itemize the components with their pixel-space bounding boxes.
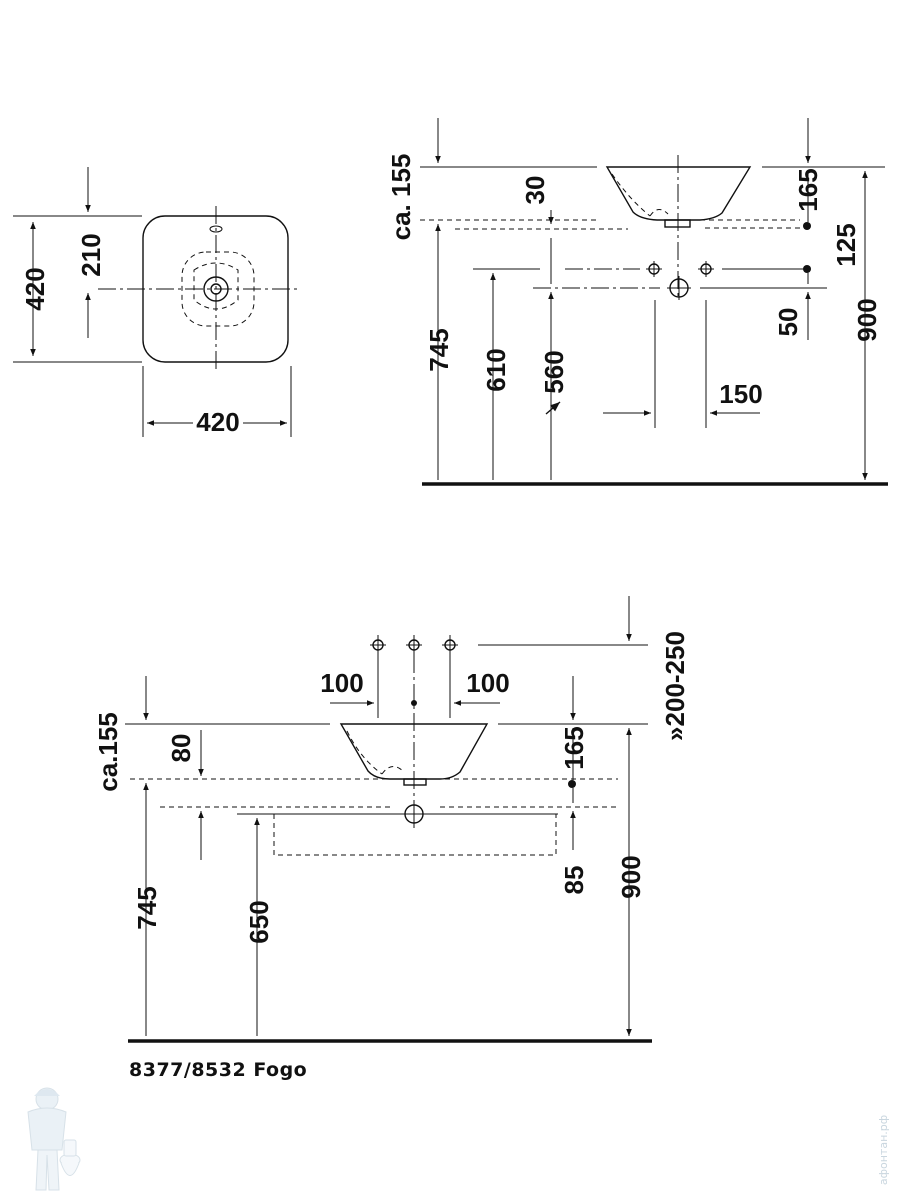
dim-side-900: 900 xyxy=(852,298,882,341)
dim-side-560: 560 xyxy=(539,350,569,393)
dim-side-30: 30 xyxy=(520,176,550,205)
dim-side-150: 150 xyxy=(719,379,762,409)
dim-side-ca: ca. 155 xyxy=(386,154,416,241)
dim-front-200-250: »200-250 xyxy=(660,631,690,741)
reference-dot xyxy=(803,265,811,273)
dim-plan-width: 420 xyxy=(196,407,239,437)
tap-connection-icon xyxy=(370,635,386,655)
model-caption: 8377/8532 Fogo xyxy=(129,1059,307,1081)
dim-side-50: 50 xyxy=(773,308,803,337)
dim-front-85: 85 xyxy=(559,866,589,895)
dim-front-ca: ca.155 xyxy=(93,712,123,792)
dim-side-125: 125 xyxy=(831,223,861,266)
overflow-icon xyxy=(209,225,223,233)
side-view: ca. 155 30 745 610 560 165 125 50 900 15… xyxy=(386,118,888,486)
tap-connection-icon xyxy=(442,635,458,655)
dim-front-900: 900 xyxy=(616,855,646,898)
dim-front-165: 165 xyxy=(559,726,589,769)
waste-fitting xyxy=(403,778,427,786)
dim-front-650: 650 xyxy=(244,900,274,943)
drain-outlet-icon xyxy=(400,800,428,828)
dim-front-100-right: 100 xyxy=(466,668,509,698)
dim-plan-center: 210 xyxy=(76,233,106,276)
dim-front-80: 80 xyxy=(166,734,196,763)
dim-front-100-left: 100 xyxy=(320,668,363,698)
reference-dot xyxy=(568,780,576,788)
plumber-mascot-icon xyxy=(27,1087,81,1191)
bowl-outline xyxy=(181,251,255,327)
watermark: афонтан.рф xyxy=(877,1115,890,1185)
reference-dot xyxy=(803,222,811,230)
dim-side-745: 745 xyxy=(424,328,454,371)
tap-connection-icon xyxy=(406,635,422,655)
dim-plan-depth: 420 xyxy=(20,267,50,310)
plan-view: 420 210 420 xyxy=(13,167,300,437)
dim-front-745: 745 xyxy=(132,886,162,929)
dim-side-165: 165 xyxy=(793,168,823,211)
dim-side-610: 610 xyxy=(481,348,511,391)
vanity-outline xyxy=(273,814,557,856)
front-view: 100 100 ca.155 80 745 650 »200-250 xyxy=(93,596,690,1043)
drain-icon xyxy=(203,276,229,302)
